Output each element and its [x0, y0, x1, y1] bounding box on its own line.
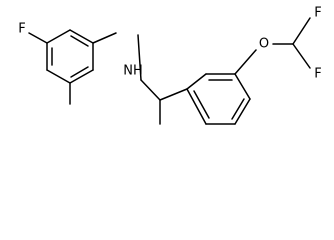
- chemical-structure-diagram: F NH O F F: [18, 5, 322, 125]
- right-benzene-ring: [186, 73, 251, 125]
- fluorine-top-label: F: [314, 6, 321, 21]
- oxygen-label: O: [259, 37, 269, 52]
- bond-carbon-fluorine-bottom: [292, 43, 311, 69]
- fluorine-bottom-label: F: [314, 67, 321, 82]
- fluorine-ring-label: F: [18, 22, 25, 37]
- bond-r6-r1: [186, 88, 207, 125]
- double-bond-inner-1: [70, 35, 89, 47]
- left-benzene-ring: [46, 29, 94, 84]
- bond-ring-fluorine: [28, 32, 48, 44]
- double-bond-inner-2: [70, 66, 89, 78]
- double-bond-inner-5: [231, 98, 245, 120]
- double-bond-inner-6: [193, 90, 210, 119]
- bond-c3-c4: [69, 69, 94, 84]
- bond-r3-r4: [234, 73, 251, 100]
- bond-nitrogen-label-connector: [137, 34, 142, 81]
- bond-c1-c2: [69, 29, 94, 44]
- bond-ring-nitrogen: [92, 32, 117, 44]
- bond-methine-aryl: [159, 88, 188, 101]
- bond-r4-r5: [234, 98, 251, 125]
- bond-nitrogen-methine: [140, 79, 161, 101]
- bond-carbon-fluorine-top: [292, 17, 311, 45]
- amine-nh-label: NH: [123, 64, 143, 79]
- bond-aryl-oxygen: [234, 49, 257, 75]
- bond-c6-c1: [46, 29, 71, 44]
- bond-r1-r2: [186, 73, 207, 90]
- bond-c4-c5: [46, 69, 71, 84]
